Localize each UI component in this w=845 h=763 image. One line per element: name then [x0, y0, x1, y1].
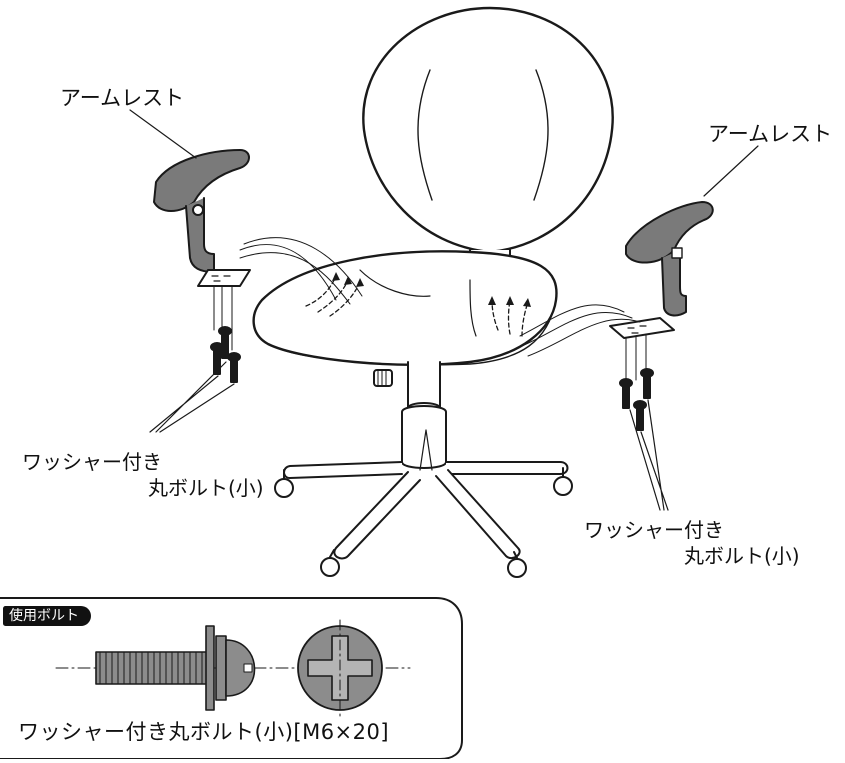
- bolt-head-front-view: [297, 619, 383, 717]
- leader-armrest-right: [703, 145, 759, 197]
- bolt-side-view: [95, 625, 256, 711]
- bolt-pointer-lines-right: [629, 399, 669, 511]
- bolt-used-badge: 使用ボルト: [3, 606, 91, 626]
- label-bolt-right-line1: ワッシャー付き: [584, 518, 724, 542]
- label-armrest-left: アームレスト: [60, 86, 185, 110]
- bolt-pointer-lines-left: [149, 361, 235, 433]
- leader-armrest-left: [129, 109, 197, 159]
- chair-seat: [252, 250, 558, 366]
- label-bolt-left-line2: 丸ボルト(小): [148, 476, 264, 500]
- bolts-right: [619, 368, 654, 431]
- label-bolt-right-line2: 丸ボルト(小): [684, 544, 800, 568]
- armrest-left: [153, 149, 363, 351]
- label-armrest-right: アームレスト: [708, 122, 833, 146]
- label-bolt-left-line1: ワッシャー付き: [22, 450, 162, 474]
- chair-base: [274, 361, 573, 578]
- armrest-right: [519, 201, 714, 401]
- arrow-heads: [332, 272, 531, 307]
- chair-backrest: [362, 6, 614, 263]
- bolt-spec-caption: ワッシャー付き丸ボルト(小)[M6×20]: [18, 720, 390, 744]
- bolts-left: [210, 326, 241, 383]
- bolt-detail-panel: [0, 597, 463, 760]
